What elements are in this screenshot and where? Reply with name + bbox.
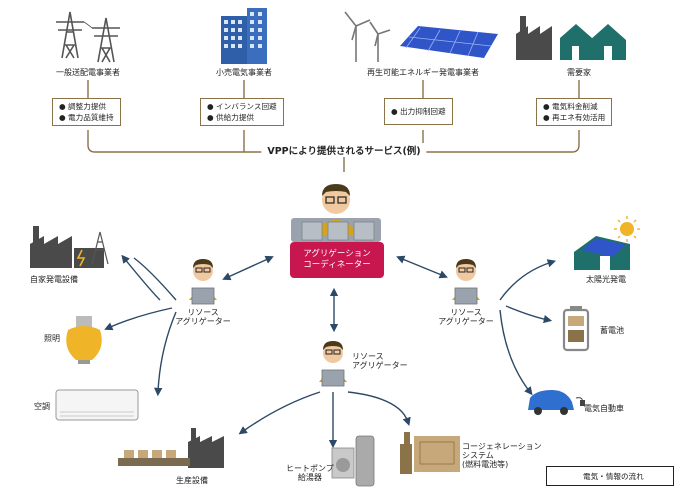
lighting-icon — [66, 316, 102, 364]
aggregator-line2: アグリゲーター — [352, 361, 408, 371]
coordinator-line1: アグリゲーション — [303, 248, 371, 259]
label-cogeneration: コージェネレーション システム (燃料電池等) — [462, 442, 542, 470]
label-ev: 電気自動車 — [584, 404, 624, 413]
aggregator-label-right: リソース アグリゲーター — [438, 308, 494, 326]
label-renewable-operator: 再生可能エネルギー発電事業者 — [367, 68, 479, 77]
label-private-generator: 自家発電設備 — [30, 275, 78, 284]
transmission-tower-icon — [56, 11, 120, 63]
service-item: ● 電気料金削減 — [543, 102, 598, 111]
wind-solar-icon — [344, 11, 498, 62]
cogeneration-line1: コージェネレーション — [462, 442, 542, 451]
label-solar: 太陽光発電 — [586, 275, 626, 284]
service-connector — [87, 80, 580, 172]
label-transmission-operator: 一般送配電事業者 — [56, 68, 120, 77]
service-item: ● インバランス回避 — [207, 102, 277, 111]
cogeneration-icon — [400, 432, 460, 474]
office-building-icon — [221, 8, 267, 64]
aggregator-figure-left — [189, 259, 217, 305]
electric-vehicle-icon — [528, 390, 585, 415]
heat-pump-line1: ヒートポンプ — [286, 464, 334, 473]
coordinator-figure — [291, 184, 381, 242]
label-retail-operator: 小売電気事業者 — [216, 68, 272, 77]
service-box-retail: ● インバランス回避 ● 供給力提供 — [200, 98, 284, 126]
solar-house-icon — [574, 216, 640, 270]
aggregator-line1: リソース — [352, 352, 384, 361]
service-item: ● 出力抑制回避 — [391, 107, 446, 116]
coordinator-line2: コーディネーター — [303, 260, 371, 270]
aggregator-label-left: リソース アグリゲーター — [175, 308, 231, 326]
cogeneration-line3: (燃料電池等) — [462, 460, 509, 470]
service-item: ● 調整力提供 — [59, 102, 107, 111]
label-lighting: 照明 — [44, 334, 60, 343]
heat-pump-icon — [331, 435, 375, 487]
private-generator-icon — [30, 226, 109, 268]
aggregation-coordinator-box: アグリゲーション コーディネーター — [290, 242, 384, 278]
aggregator-label-bottom: リソース アグリゲーター — [352, 352, 408, 370]
service-item: ● 再エネ有効活用 — [543, 113, 606, 122]
production-equipment-icon — [118, 428, 224, 468]
aggregator-figure-right — [452, 259, 480, 305]
aggregator-line2: アグリゲーター — [438, 317, 494, 327]
aggregator-line1: リソース — [187, 308, 219, 317]
service-item: ● 供給力提供 — [207, 113, 255, 122]
legend-label: 電気・情報の流れ — [583, 471, 644, 481]
service-box-consumer: ● 電気料金削減 ● 再エネ有効活用 — [536, 98, 613, 126]
label-production-equipment: 生産設備 — [176, 476, 208, 485]
aggregator-line1: リソース — [450, 308, 482, 317]
factory-house-icon — [516, 16, 626, 60]
label-battery: 蓄電池 — [600, 326, 624, 335]
label-air-conditioner: 空調 — [34, 402, 50, 411]
air-conditioner-icon — [55, 389, 139, 421]
service-item: ● 電力品質維持 — [59, 113, 114, 122]
flow-arrows — [104, 254, 557, 449]
legend: 電気・情報の流れ — [546, 466, 674, 486]
aggregator-figure-bottom — [319, 341, 347, 387]
heat-pump-line2: 給湯器 — [297, 473, 322, 483]
label-consumer: 需要家 — [567, 68, 591, 77]
storage-battery-icon — [562, 306, 590, 352]
vpp-services-title: VPPにより提供されるサービス(例) — [261, 143, 427, 157]
service-box-renewable: ● 出力抑制回避 — [384, 98, 453, 125]
service-box-transmission: ● 調整力提供 ● 電力品質維持 — [52, 98, 121, 126]
label-heat-pump: ヒートポンプ 給湯器 — [286, 464, 334, 482]
legend-arrow-icon — [553, 471, 579, 481]
cogeneration-line2: システム — [462, 451, 494, 461]
aggregator-line2: アグリゲーター — [175, 317, 231, 327]
